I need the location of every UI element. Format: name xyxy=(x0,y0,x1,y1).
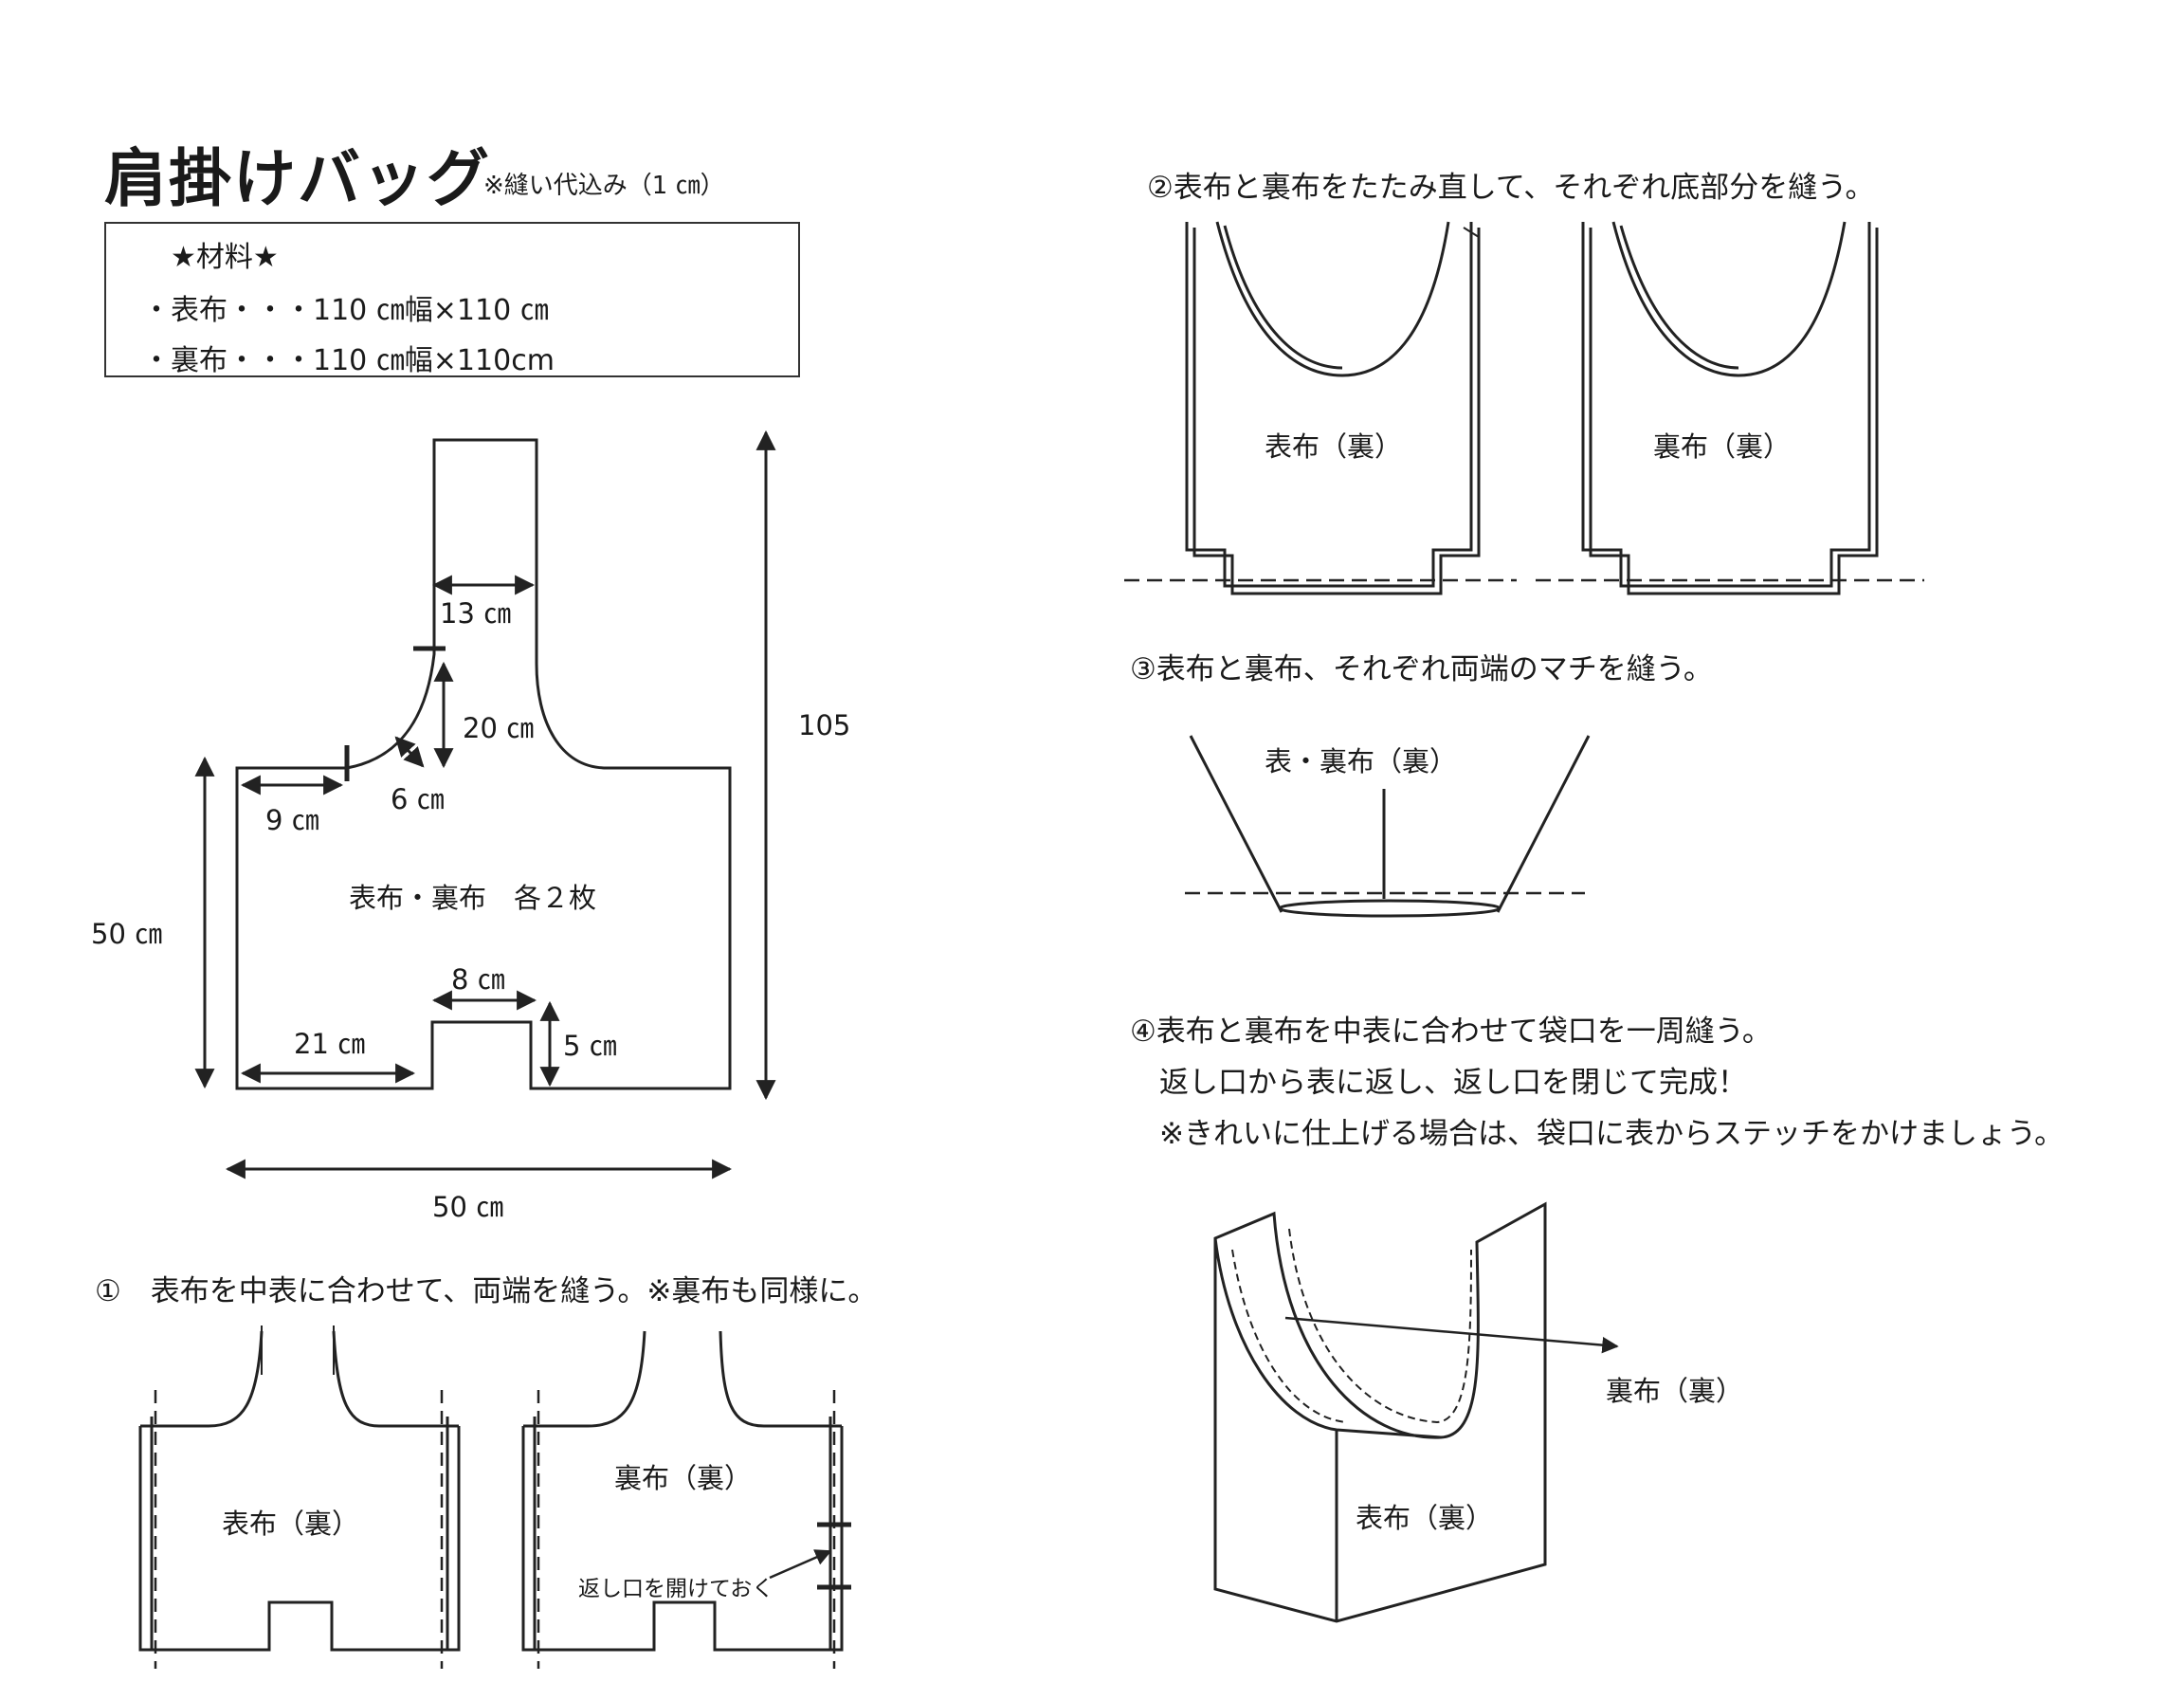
step3-gusset-drawing xyxy=(1185,735,1591,918)
page-title: 肩掛けバッグ xyxy=(104,142,491,215)
material-lining-fabric: ・裏布・・・110 ㎝幅×110cm xyxy=(142,344,555,377)
step1-outer-fabric-label: 表布（裏） xyxy=(222,1508,360,1540)
step3-fabric-label: 表・裏布（裏） xyxy=(1265,745,1458,777)
lining-pointer-arrow xyxy=(1284,1316,1619,1354)
step2-lining-fabric-label: 裏布（裏） xyxy=(1653,430,1792,463)
dim-13-label: 13 ㎝ xyxy=(440,597,512,630)
dim-21-label: 21 ㎝ xyxy=(294,1028,366,1060)
seam-allowance-note: ※縫い代込み（1 ㎝） xyxy=(483,172,725,200)
dim-8-label: 8 ㎝ xyxy=(451,963,505,996)
step4-finished-bag-drawing xyxy=(1213,1201,1619,1623)
step2-lining-fabric-drawing xyxy=(1581,221,1879,595)
materials-heading: ★材料★ xyxy=(171,241,279,274)
dim-9-label: 9 ㎝ xyxy=(265,804,319,836)
dim-20-label: 20 ㎝ xyxy=(463,712,535,744)
step1-outer-fabric-drawing xyxy=(138,1325,461,1669)
step4-instruction-line3: ※きれいに仕上げる場合は、袋口に表からステッチをかけましょう。 xyxy=(1130,1117,2065,1151)
step3-instruction: ③表布と裏布、それぞれ両端のマチを縫う。 xyxy=(1130,652,1713,686)
pattern-center-label: 表布・裏布 各２枚 xyxy=(349,882,597,914)
step2-outer-fabric-label: 表布（裏） xyxy=(1265,430,1403,463)
dim-50-bottom-label: 50 ㎝ xyxy=(432,1191,504,1223)
step4-instruction-line1: ④表布と裏布を中表に合わせて袋口を一周縫う。 xyxy=(1130,1015,1772,1049)
step1-instruction: ① 表布を中表に合わせて、両端を縫う。※裏布も同様に。 xyxy=(95,1274,878,1308)
bag-pattern-outline xyxy=(235,438,732,1090)
dim-6-label: 6 ㎝ xyxy=(391,783,445,815)
step4-instruction-line2: 返し口から表に返し、返し口を閉じて完成！ xyxy=(1130,1066,1747,1100)
materials-box xyxy=(104,222,800,377)
step2-instruction: ②表布と裏布をたたみ直して、それぞれ底部分を縫う。 xyxy=(1147,171,1875,205)
step4-lining-label: 裏布（裏） xyxy=(1606,1375,1744,1407)
dim-105-label: 105 xyxy=(798,709,851,741)
material-outer-fabric: ・表布・・・110 ㎝幅×110 ㎝ xyxy=(142,294,549,327)
dim-6-line xyxy=(394,736,425,768)
step4-outer-fabric-label: 表布（裏） xyxy=(1356,1502,1494,1534)
step1-lining-fabric-label: 裏布（裏） xyxy=(614,1462,753,1494)
dim-5-label: 5 ㎝ xyxy=(563,1030,617,1062)
step1-opening-label: 返し口を開けておく xyxy=(578,1577,774,1601)
step2-outer-fabric-drawing xyxy=(1185,221,1481,595)
opening-arrow xyxy=(769,1549,832,1580)
step1-lining-fabric-drawing xyxy=(521,1330,851,1669)
dim-50-side-label: 50 ㎝ xyxy=(91,918,163,950)
